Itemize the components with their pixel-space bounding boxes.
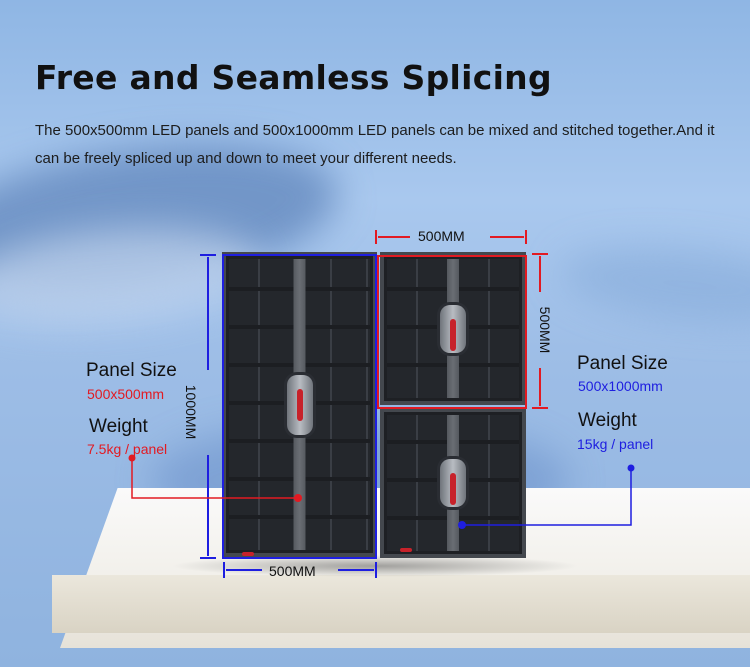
panel-accent bbox=[242, 552, 254, 556]
top-width-label: 500MM bbox=[418, 228, 465, 244]
large-panel-outline bbox=[222, 254, 377, 559]
callout-line bbox=[462, 468, 632, 526]
panel-accent bbox=[400, 548, 412, 552]
bottom-width-label: 500MM bbox=[269, 563, 316, 579]
right-height-label: 500MM bbox=[537, 306, 553, 354]
left-weight-value: 7.5kg / panel bbox=[87, 441, 168, 457]
left-weight-label: Weight bbox=[89, 416, 148, 437]
right-weight-value: 15kg / panel bbox=[577, 436, 654, 452]
panel-handle bbox=[286, 374, 313, 435]
right-panel-size-value: 500x1000mm bbox=[578, 378, 663, 394]
panel-handle bbox=[440, 304, 466, 353]
led-panel-500x500-top bbox=[380, 252, 526, 405]
led-panel-500x1000 bbox=[222, 252, 377, 557]
right-panel-size-label: Panel Size bbox=[577, 353, 668, 374]
led-panel-500x500-bottom bbox=[380, 408, 526, 558]
left-panel-size-value: 500x500mm bbox=[87, 386, 165, 402]
small-panel-outline bbox=[377, 255, 527, 409]
left-panel-size-label: Panel Size bbox=[86, 360, 177, 381]
left-height-label: 1000MM bbox=[183, 384, 199, 440]
page-description: The 500x500mm LED panels and 500x1000mm … bbox=[35, 122, 715, 167]
table-edge bbox=[52, 575, 750, 633]
callout-line bbox=[131, 458, 298, 499]
callout-dot bbox=[294, 494, 302, 502]
page-title: Free and Seamless Splicing bbox=[35, 58, 552, 97]
callout-dot bbox=[458, 521, 466, 529]
panel-handle bbox=[440, 459, 466, 507]
right-weight-label: Weight bbox=[578, 410, 637, 431]
